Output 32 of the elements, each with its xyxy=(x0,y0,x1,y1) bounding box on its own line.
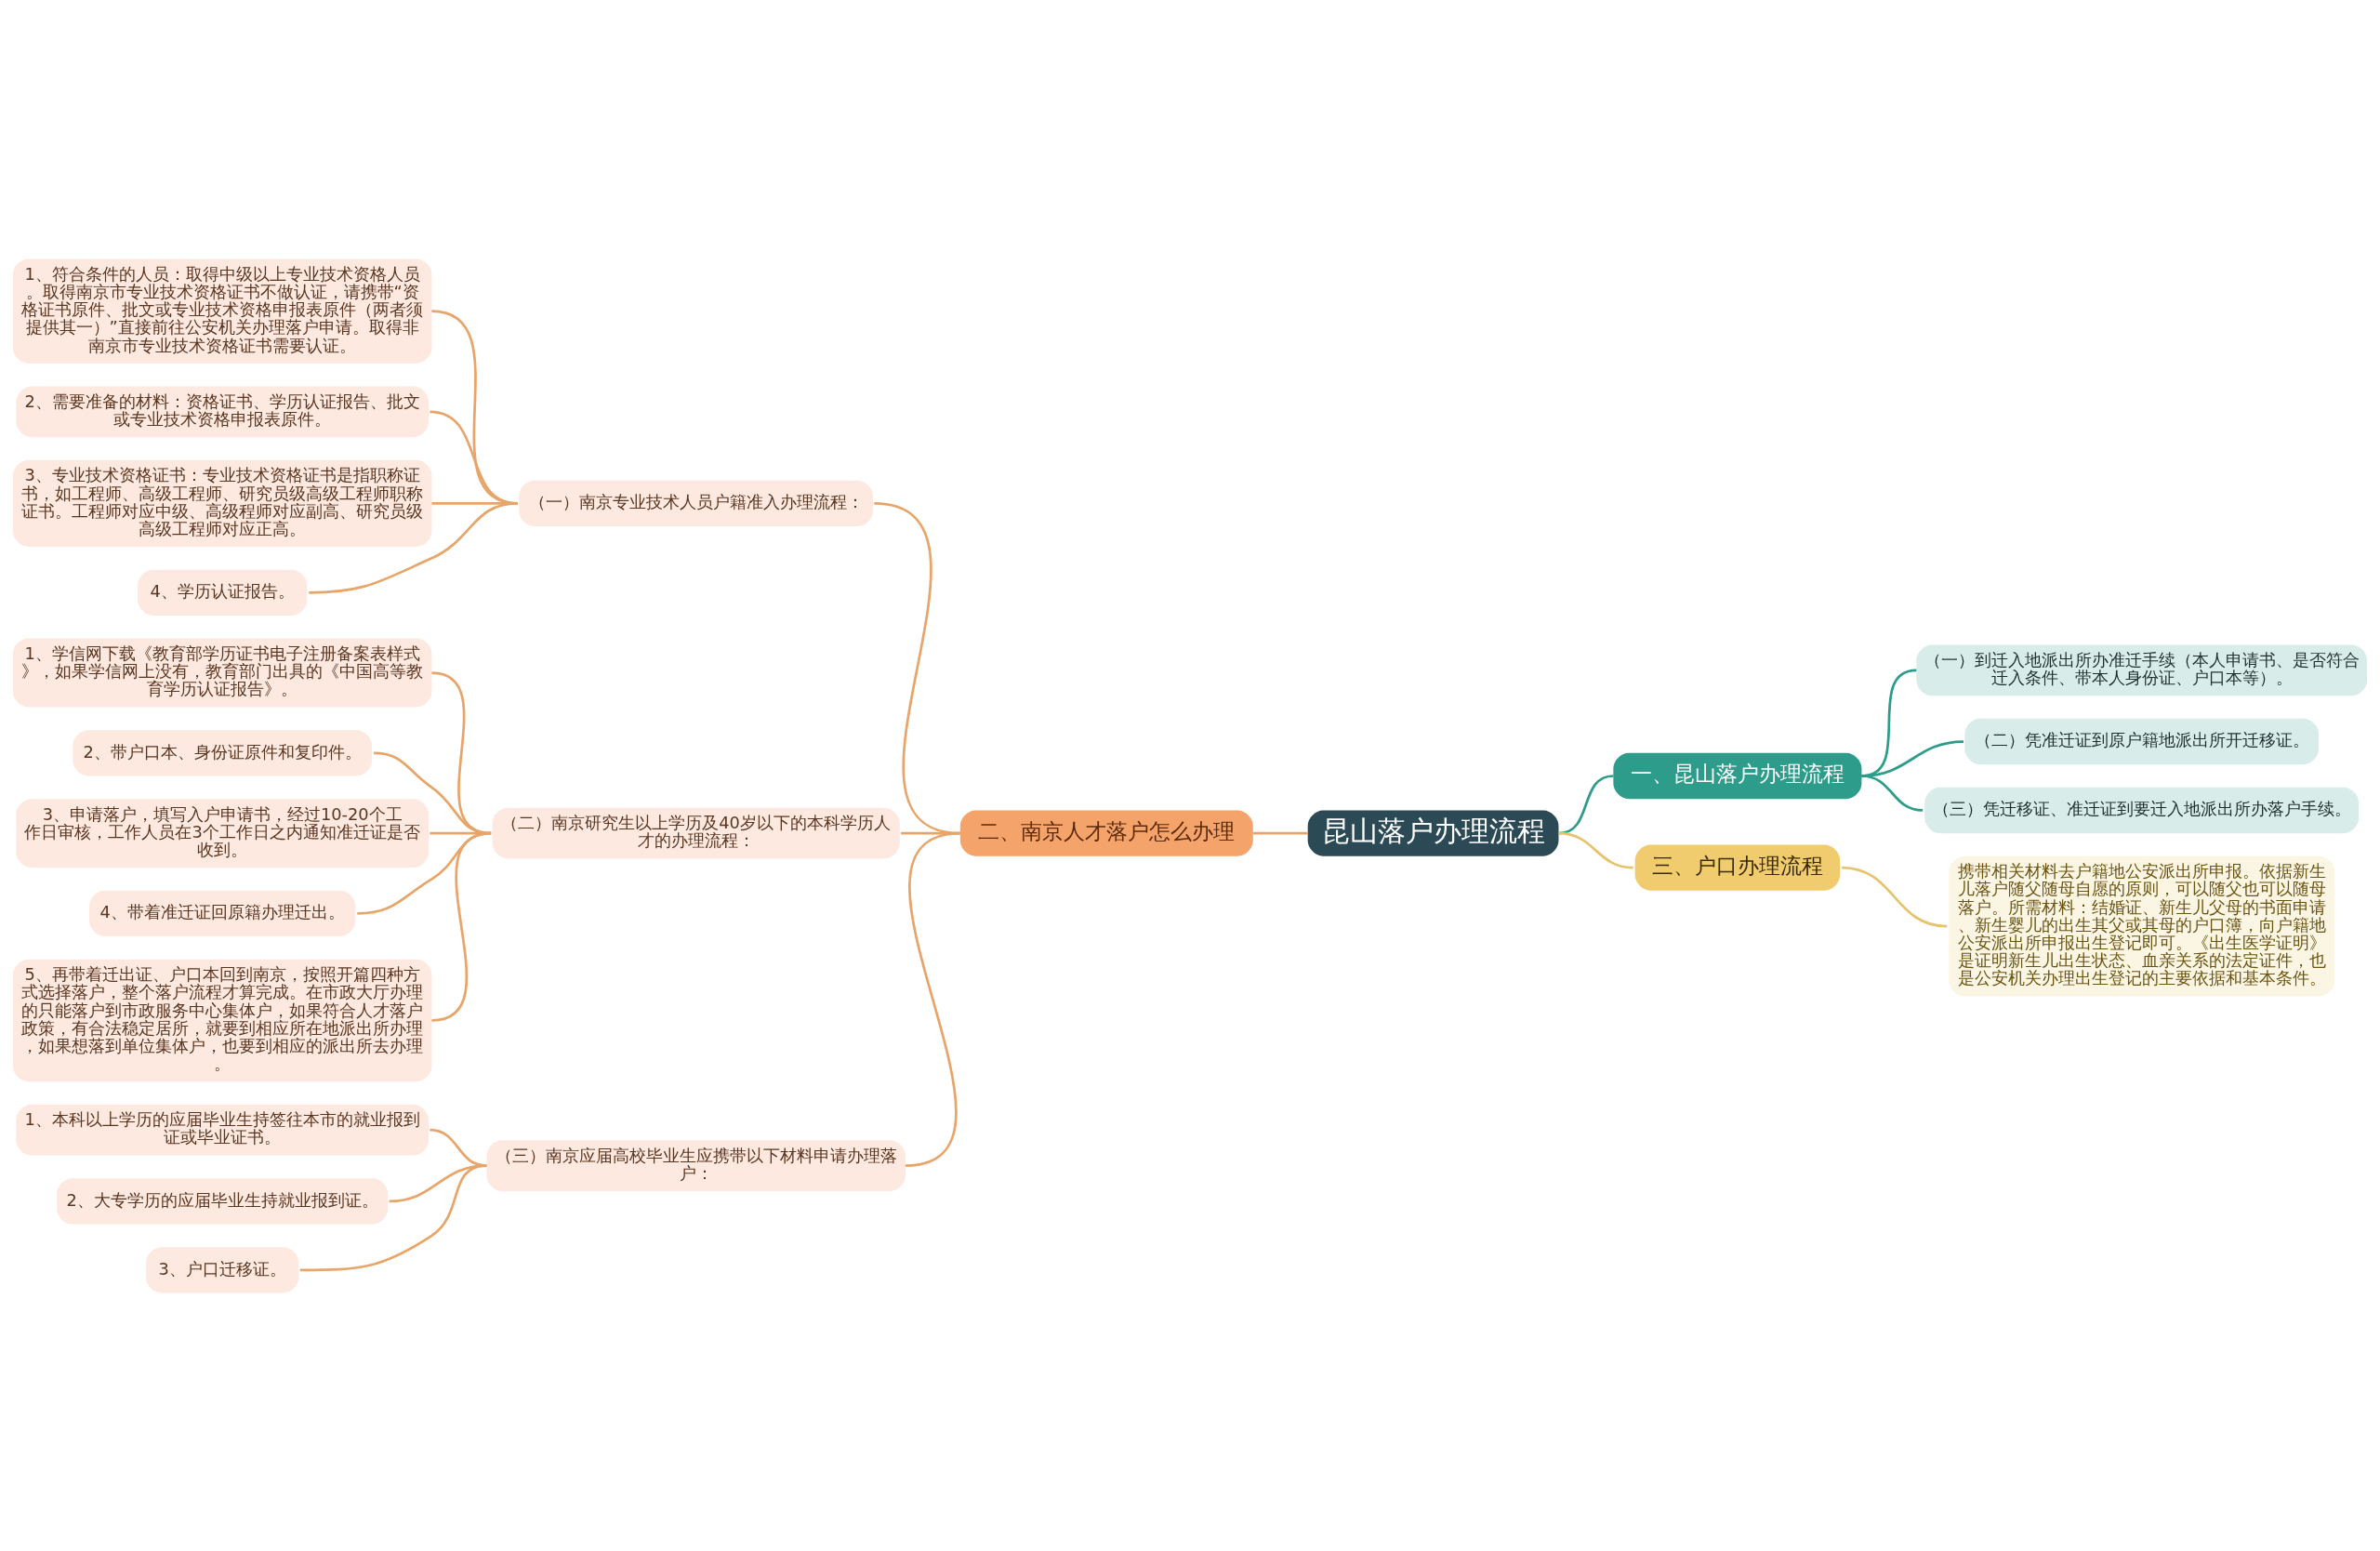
node-box: 二、南京人才落户怎么办理 xyxy=(959,810,1253,856)
node-box: 3、专业技术资格证书：专业技术资格证书是指职称证书，如工程师、高级工程师、研究员级高级工程师职称证书。工程师对应中级、高级程师对应副高、研究员级高级工程师对应正高。 xyxy=(12,459,432,547)
node-box: 携带相关材料去户籍地公安派出所申报。依据新生儿落户随父随母自愿的原则，可以随父也可以随母落户。所需材料：结婚证、新生儿父母的书面申请、新生婴儿的出生其父或其母的户口簿，向户籍地公安派出所申报出生登记即可。《出生医学证明》是证明新生儿出生状态、血亲关系的法定证件，也是公安机关办理出生登记的主要依据和基本条件。 xyxy=(1949,855,2335,996)
node-box: 2、大专学历的应届毕业生持就业报到证。 xyxy=(57,1177,389,1225)
connector xyxy=(1842,866,1948,927)
node-box: 4、带着准迁证回原籍办理迁出。 xyxy=(89,890,356,936)
connector xyxy=(431,831,492,1022)
connector xyxy=(1861,774,1924,812)
node-box: 2、带户口本、身份证原件和复印件。 xyxy=(73,729,373,776)
node-box: 4、学历认证报告。 xyxy=(138,569,308,616)
node-box: 一、昆山落户办理流程 xyxy=(1613,752,1862,799)
node-box: （一）南京专业技术人员户籍准入办理流程： xyxy=(519,480,873,526)
connector xyxy=(1558,831,1633,868)
node-box: （二）凭准迁证到原户籍地派出所开迁移证。 xyxy=(1964,718,2320,764)
node-box: 5、再带着迁出证、户口本回到南京，按照开篇四种方式选择落户，整个落户流程才算完成。在市政大厅办理的只能落户到市政服务中心集体户，如果符合人才落户政策，有合法稳定居所，就要到相应所在地派出所办理，如果想落到单位集体户，也要到相应的派出所去办理。 xyxy=(12,959,432,1081)
node-box: 3、申请落户，填写入户申请书，经过10-20个工作日审核，工作人员在3个工作日之内通知准迁证是否收到。 xyxy=(16,798,430,868)
node-box: （一）到迁入地派出所办准迁手续（本人申请书、是否符合迁入条件、带本人身份证、户口本等）。 xyxy=(1916,643,2368,696)
connector xyxy=(1558,774,1614,834)
node-box: 1、学信网下载《教育部学历证书电子注册备案表样式》，如果学信网上没有，教育部门出具的《中国高等教育学历认证报告》。 xyxy=(12,638,432,708)
connector xyxy=(1252,831,1308,834)
node-box: 昆山落户办理流程 xyxy=(1307,810,1559,856)
node-box: 三、户口办理流程 xyxy=(1634,843,1841,891)
node-box: 1、符合条件的人员：取得中级以上专业技术资格人员。取得南京市专业技术资格证书不做认证，请携带“资格证书原件、批文或专业技术资格申报表原件（两者须提供其一）”直接前往公安机关办理落户申请。取得非南京市专业技术资格证书需要认证。 xyxy=(12,258,432,364)
node-box: 2、需要准备的材料：资格证书、学历认证报告、批文或专业技术资格申报表原件。 xyxy=(16,385,430,437)
node-box: （三）凭迁移证、准迁证到要迁入地派出所办落户手续。 xyxy=(1924,787,2360,833)
node-box: 3、户口迁移证。 xyxy=(146,1246,299,1292)
node-box: （三）南京应届高校毕业生应携带以下材料申请办理落户： xyxy=(486,1139,906,1191)
connector xyxy=(299,1163,487,1271)
connector xyxy=(309,501,518,594)
node-box: （二）南京研究生以上学历及40岁以下的本科学历人才的办理流程： xyxy=(492,807,900,858)
connector xyxy=(905,831,961,1167)
node-box: 1、本科以上学历的应届毕业生持签往本市的就业报到证或毕业证书。 xyxy=(16,1104,430,1156)
